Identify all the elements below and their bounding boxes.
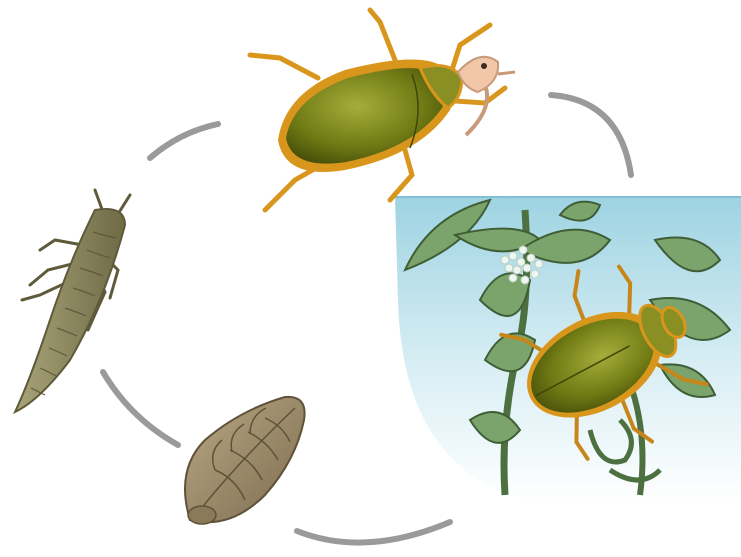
larva — [15, 190, 130, 412]
arrow-left — [103, 372, 178, 445]
arrow-top-right — [551, 95, 631, 175]
beetle-head — [458, 57, 515, 135]
arrow-top-left — [150, 124, 218, 158]
adult-beetle — [250, 10, 515, 210]
water-panel — [395, 197, 741, 502]
arrow-bottom — [297, 522, 450, 543]
pupa — [185, 397, 305, 524]
